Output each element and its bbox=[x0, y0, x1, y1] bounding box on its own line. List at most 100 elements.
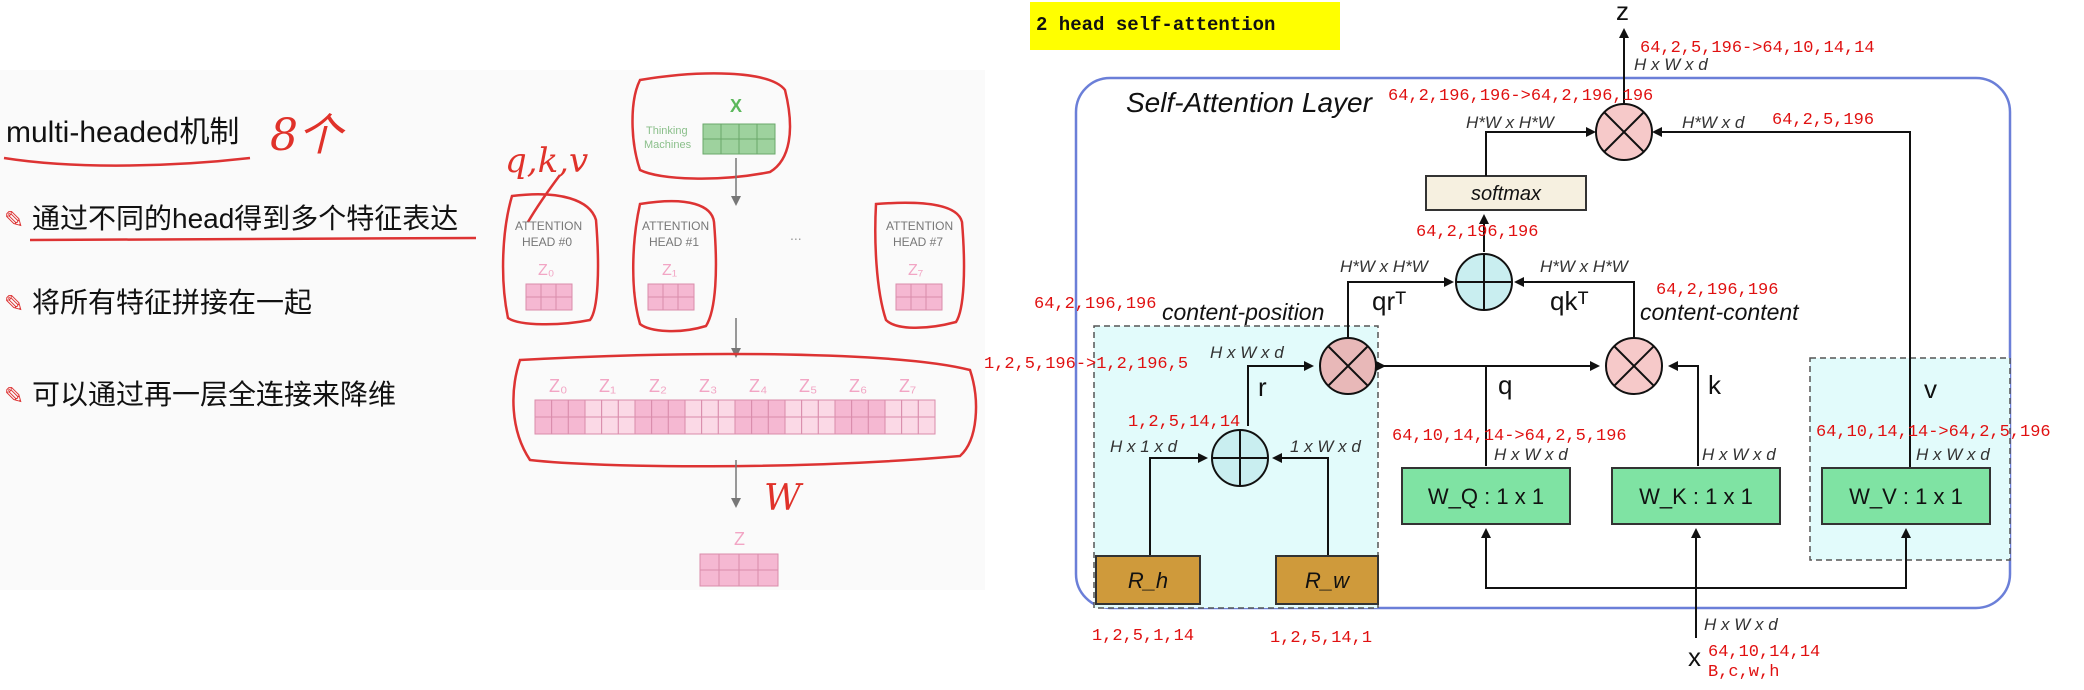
annot-attn-shape: 64,2,196,196->64,2,196,196 bbox=[1388, 87, 1653, 106]
annot-r-reshape: 1,2,5,196->1,2,196,5 bbox=[984, 355, 1188, 374]
bullet-text: 可以通过再一层全连接来降维 bbox=[32, 379, 396, 410]
concat-z-label: Z₆ bbox=[849, 376, 867, 396]
arrow-rh-to-sum bbox=[1149, 453, 1208, 556]
concat-cell bbox=[851, 399, 869, 418]
head-subtitle: HEAD #7 bbox=[893, 235, 943, 249]
r-dim: H x W x d bbox=[1210, 343, 1284, 362]
head-subtitle: HEAD #0 bbox=[522, 235, 572, 249]
attn-dim: H*W x H*W bbox=[1466, 113, 1556, 132]
concat-cell bbox=[717, 399, 736, 418]
concat-cell bbox=[701, 399, 719, 418]
content-position-label: content-position bbox=[1162, 299, 1324, 325]
output-z-label: Z bbox=[734, 529, 745, 549]
rh-label: R_h bbox=[1128, 568, 1168, 593]
concat-cell bbox=[784, 399, 803, 418]
concat-cell bbox=[567, 399, 586, 418]
k-label: k bbox=[1708, 370, 1722, 400]
concat-z-label: Z₁ bbox=[599, 376, 616, 396]
input-circle-annotation bbox=[631, 72, 792, 180]
concat-z-label: Z₃ bbox=[699, 376, 717, 396]
arrow-x-to-wv bbox=[1696, 528, 1911, 589]
arrow-rw-to-sum bbox=[1272, 453, 1329, 556]
pencil-icon: ✎ bbox=[4, 383, 24, 410]
rw-box bbox=[1275, 555, 1379, 605]
concat-cell bbox=[551, 399, 569, 418]
slide-title: multi-headed机制 bbox=[6, 116, 239, 149]
content-content-multiply bbox=[1605, 337, 1663, 395]
concat-cell bbox=[601, 399, 619, 418]
concat-cell bbox=[601, 416, 619, 435]
annot-x-shape: 64,10,14,14 bbox=[1708, 643, 1820, 662]
annot-r-shape: 1,2,5,14,14 bbox=[1128, 413, 1240, 432]
wq-dim: H x W x d bbox=[1494, 445, 1568, 464]
concat-cell bbox=[717, 416, 736, 435]
content-content-label: content-content bbox=[1640, 299, 1800, 325]
concat-cell bbox=[867, 399, 886, 418]
banner-box bbox=[1030, 2, 1340, 50]
annot-q-shape: 64,10,14,14->64,2,5,196 bbox=[1392, 427, 1627, 446]
concat-z-label: Z₇ bbox=[899, 376, 916, 396]
concat-grid bbox=[534, 399, 936, 435]
logits-sum-node bbox=[1455, 253, 1513, 311]
qkv-handwritten-note: q,k,v bbox=[505, 141, 588, 181]
concat-cell bbox=[734, 416, 753, 435]
wv-label: W_V : 1 x 1 bbox=[1849, 484, 1963, 509]
input-x-label: X bbox=[730, 96, 742, 116]
rw-dim: 1 x W x d bbox=[1290, 437, 1361, 456]
softmax-box bbox=[1425, 175, 1587, 211]
title-underline bbox=[3, 156, 251, 167]
w-handwritten-note: W bbox=[764, 478, 804, 519]
wv-dim: H x W x d bbox=[1916, 445, 1990, 464]
pencil-icon: ✎ bbox=[4, 207, 24, 234]
concat-cell bbox=[684, 399, 703, 418]
head-title: ATTENTION bbox=[515, 219, 582, 233]
input-embedding-grid bbox=[702, 123, 776, 155]
concat-cell bbox=[817, 416, 836, 435]
concat-cell bbox=[801, 399, 819, 418]
qr-dim: H*W x H*W bbox=[1340, 257, 1430, 276]
concat-cell bbox=[851, 416, 869, 435]
annot-cp-shape: 64,2,196,196 bbox=[1034, 295, 1156, 314]
x-dim: H x W x d bbox=[1704, 615, 1778, 634]
head-z-label: Z₁ bbox=[662, 262, 677, 279]
concat-cell bbox=[634, 416, 653, 435]
thinking-label: Thinking bbox=[646, 125, 688, 137]
bullet-text: 将所有特征拼接在一起 bbox=[32, 287, 312, 318]
concat-cell bbox=[617, 399, 636, 418]
r-label: r bbox=[1258, 372, 1267, 402]
arrow-x-to-wq bbox=[1481, 528, 1696, 589]
arrow-v-to-mul bbox=[1652, 127, 1911, 476]
attention-head-1: ATTENTION HEAD #1 Z₁ bbox=[632, 200, 718, 333]
concat-cell bbox=[901, 416, 919, 435]
attention-head-0: ATTENTION HEAD #0 Z₀ bbox=[501, 193, 600, 326]
out-dim: H x W x d bbox=[1634, 55, 1708, 74]
concat-cell bbox=[667, 399, 686, 418]
arrow-qk-to-sum bbox=[1514, 277, 1635, 338]
machines-label: Machines bbox=[644, 139, 692, 151]
rw-label: R_w bbox=[1305, 568, 1351, 593]
head-subtitle: HEAD #1 bbox=[649, 235, 699, 249]
q-label: q bbox=[1498, 370, 1512, 400]
concat-cell bbox=[751, 416, 769, 435]
left-panel: multi-headed机制 8个 ✎ 通过不同的head得到多个特征表达 ✎ … bbox=[0, 70, 985, 590]
concat-z-label: Z₄ bbox=[749, 376, 767, 396]
concat-cell bbox=[784, 416, 803, 435]
bullet-underline bbox=[29, 236, 477, 242]
rh-box bbox=[1095, 555, 1201, 605]
concat-cell bbox=[651, 399, 669, 418]
position-sum-node bbox=[1211, 429, 1269, 487]
annot-rh-shape: 1,2,5,1,14 bbox=[1092, 627, 1194, 646]
rh-dim: H x 1 x d bbox=[1110, 437, 1178, 456]
qk-label: qkᵀ bbox=[1550, 286, 1589, 316]
concat-cell bbox=[584, 416, 603, 435]
concat-cell bbox=[551, 416, 569, 435]
head-title: ATTENTION bbox=[642, 219, 709, 233]
concat-cell bbox=[617, 416, 636, 435]
output-z-grid bbox=[699, 553, 779, 587]
title-handwritten-note: 8个 bbox=[270, 110, 346, 161]
final-multiply-node bbox=[1595, 103, 1653, 161]
concat-cell bbox=[701, 416, 719, 435]
